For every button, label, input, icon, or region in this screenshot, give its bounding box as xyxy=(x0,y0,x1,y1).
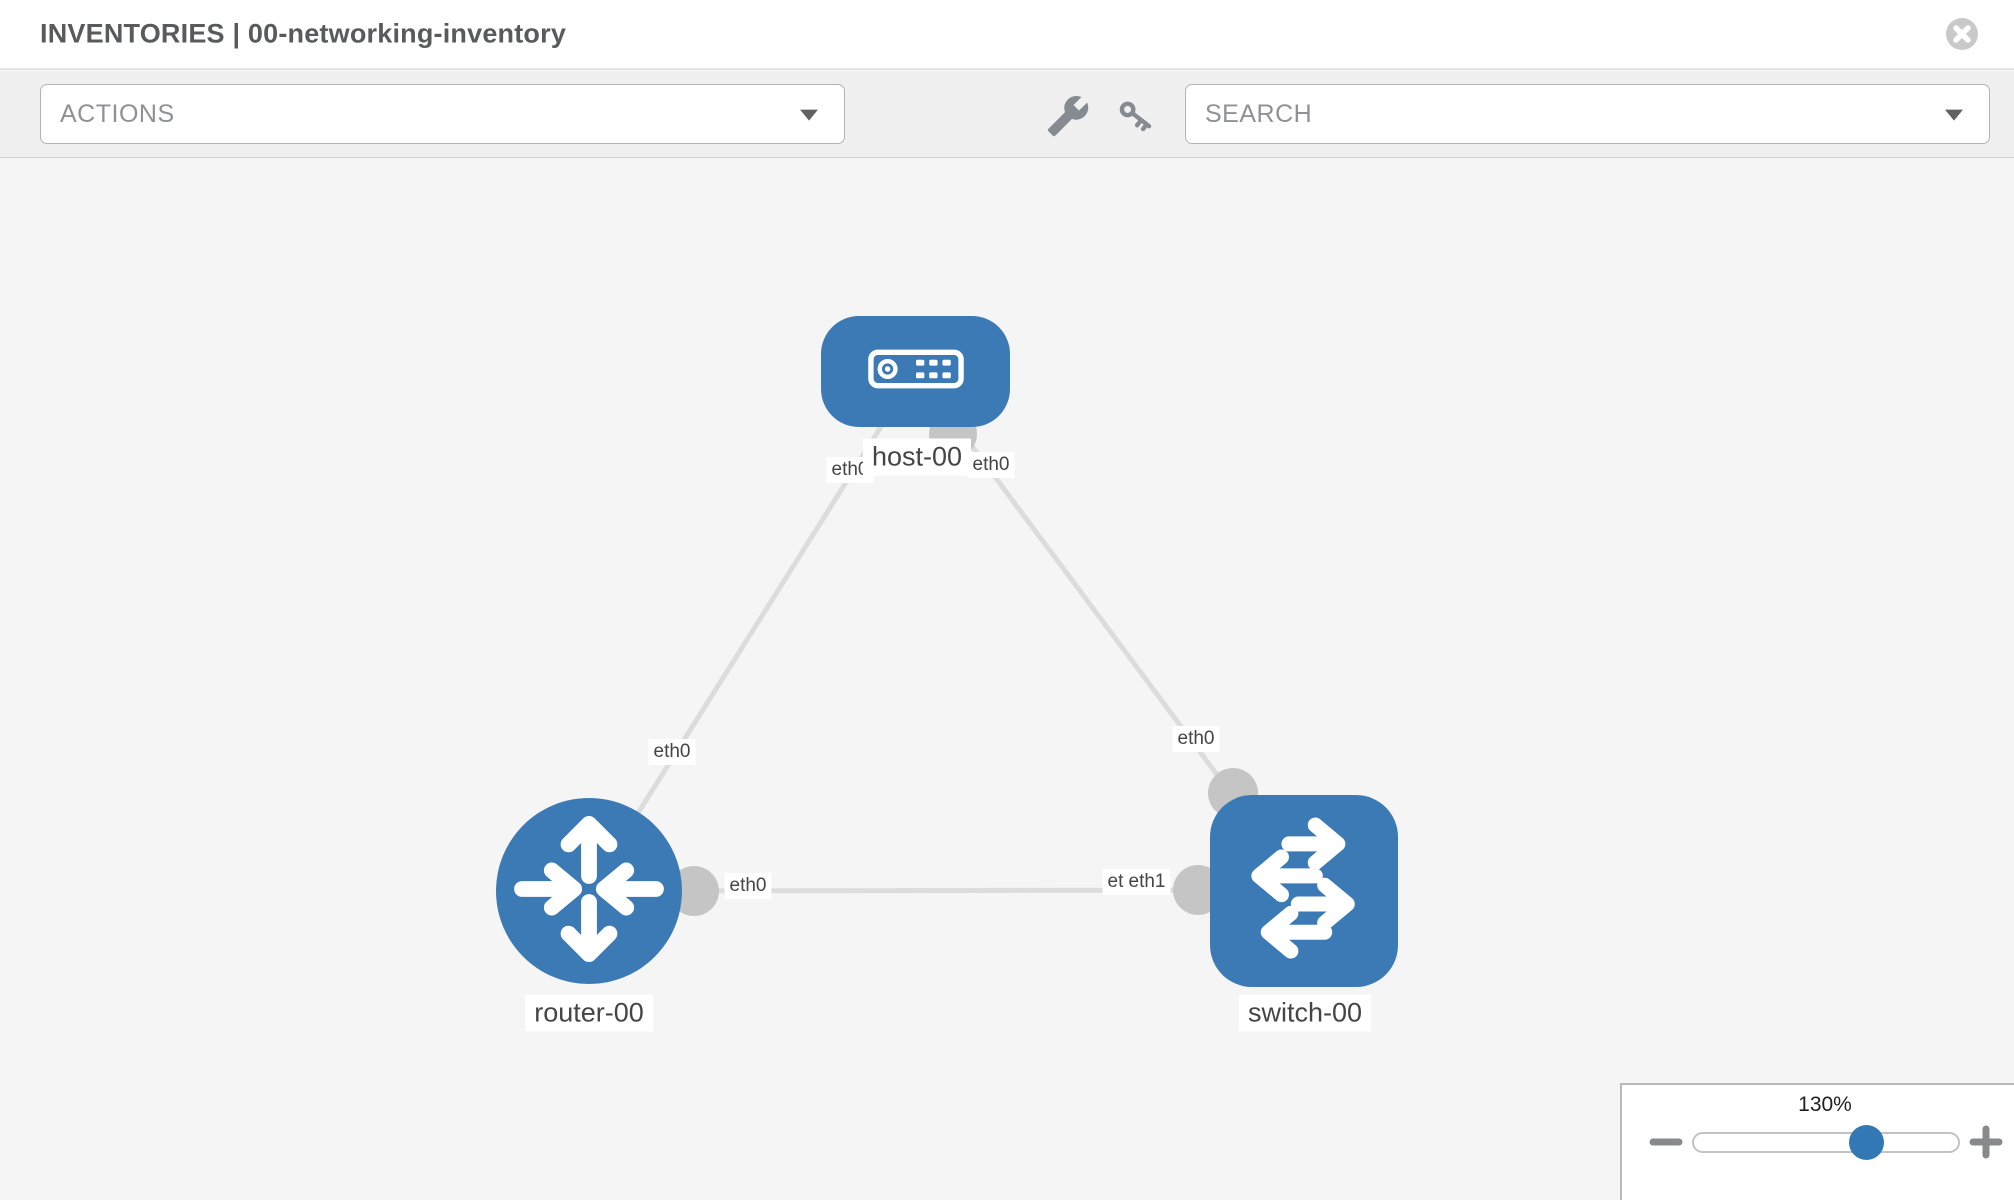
plus-icon xyxy=(1966,1125,2006,1165)
interface-label: eth0 xyxy=(1172,726,1220,752)
key-icon xyxy=(1114,101,1158,141)
interface-label: eth1 xyxy=(1123,869,1171,895)
zoom-level-value: 130% xyxy=(1798,1093,1852,1116)
wrench-button[interactable] xyxy=(1046,94,1090,138)
node-switch-00[interactable] xyxy=(1210,795,1398,987)
port-dot-router[interactable] xyxy=(669,866,719,916)
zoom-out-button[interactable] xyxy=(1646,1122,1686,1162)
node-router-00[interactable] xyxy=(496,798,682,984)
zoom-control-panel: 130% xyxy=(1620,1083,2014,1200)
page-title: INVENTORIES | 00-networking-inventory xyxy=(40,18,567,49)
interface-label: eth0 xyxy=(648,739,696,765)
zoom-slider-knob[interactable] xyxy=(1849,1125,1884,1160)
host-icon xyxy=(867,348,965,395)
node-label-switch-00: switch-00 xyxy=(1238,994,1372,1032)
key-button[interactable] xyxy=(1114,94,1158,138)
interface-label: eth0 xyxy=(967,452,1015,478)
router-icon xyxy=(496,796,682,987)
actions-dropdown[interactable]: ACTIONS xyxy=(40,84,845,144)
node-label-host-00: host-00 xyxy=(862,438,972,476)
chevron-down-icon xyxy=(800,109,818,121)
zoom-in-button[interactable] xyxy=(1966,1122,2006,1162)
close-button[interactable] xyxy=(1944,16,1980,52)
topology-links-layer xyxy=(586,369,1306,916)
node-label-router-00: router-00 xyxy=(525,994,653,1032)
minus-icon xyxy=(1646,1138,1686,1165)
zoom-slider-track[interactable] xyxy=(1692,1132,1960,1153)
close-icon xyxy=(1944,18,1980,55)
search-dropdown[interactable]: SEARCH xyxy=(1185,84,1990,144)
actions-dropdown-label: ACTIONS xyxy=(60,99,175,128)
switch-icon xyxy=(1210,793,1398,990)
header-bar: INVENTORIES | 00-networking-inventory xyxy=(0,0,2014,70)
node-host-00[interactable] xyxy=(821,316,1010,427)
interface-label: eth0 xyxy=(724,873,772,899)
wrench-icon xyxy=(1046,96,1090,141)
chevron-down-icon xyxy=(1945,109,1963,121)
toolbar: ACTIONS SEARCH xyxy=(0,72,2014,158)
search-dropdown-label: SEARCH xyxy=(1205,99,1313,128)
topology-canvas[interactable]: eth0 host-00 eth0 eth0 eth0 eth0 eth1 et… xyxy=(0,158,2014,1200)
